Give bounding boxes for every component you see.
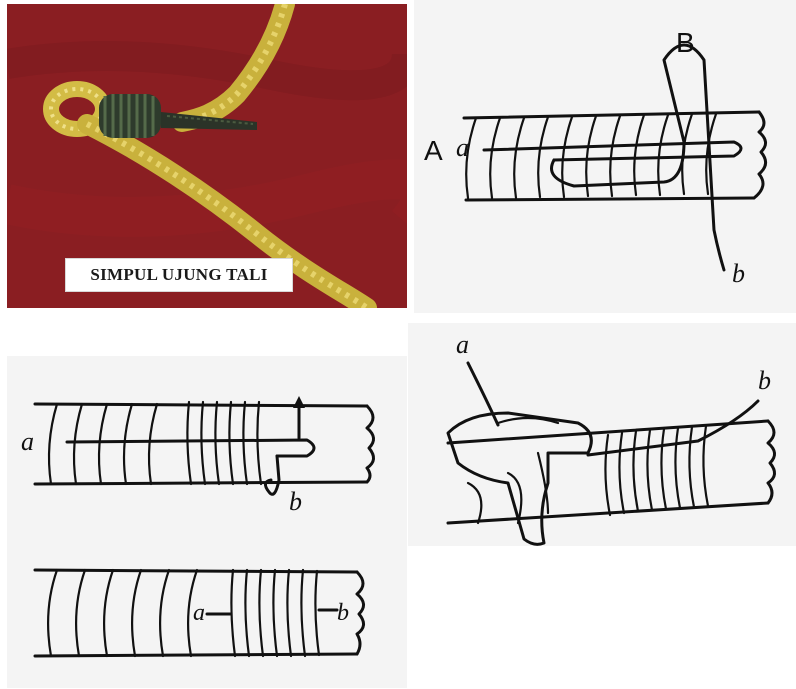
- photo-caption: SIMPUL UJUNG TALI: [65, 258, 293, 292]
- hand: [448, 413, 591, 544]
- label-a: a: [456, 133, 469, 162]
- label-b: b: [758, 366, 771, 395]
- rope-twists: [49, 404, 157, 484]
- label-a: a: [193, 600, 205, 626]
- rope-twists: [48, 570, 197, 656]
- label-b: b: [337, 600, 349, 626]
- label-A: A: [424, 135, 443, 166]
- label-a: a: [456, 330, 469, 359]
- whipping-wraps: [605, 426, 708, 515]
- label-b: b: [732, 259, 745, 288]
- step-3-diagram: a b: [7, 356, 407, 548]
- whipping-cord: [67, 440, 314, 456]
- whipping-wraps: [187, 402, 261, 484]
- step-2-diagram: a b: [408, 323, 796, 546]
- label-a: a: [21, 427, 34, 456]
- step-4-diagram: a b: [7, 548, 407, 688]
- label-B: B: [676, 27, 695, 58]
- label-b: b: [289, 487, 302, 516]
- step-1-diagram: A a B b: [414, 0, 796, 313]
- rope-end-photo: SIMPUL UJUNG TALI: [7, 4, 407, 308]
- whipping-wraps: [231, 570, 319, 656]
